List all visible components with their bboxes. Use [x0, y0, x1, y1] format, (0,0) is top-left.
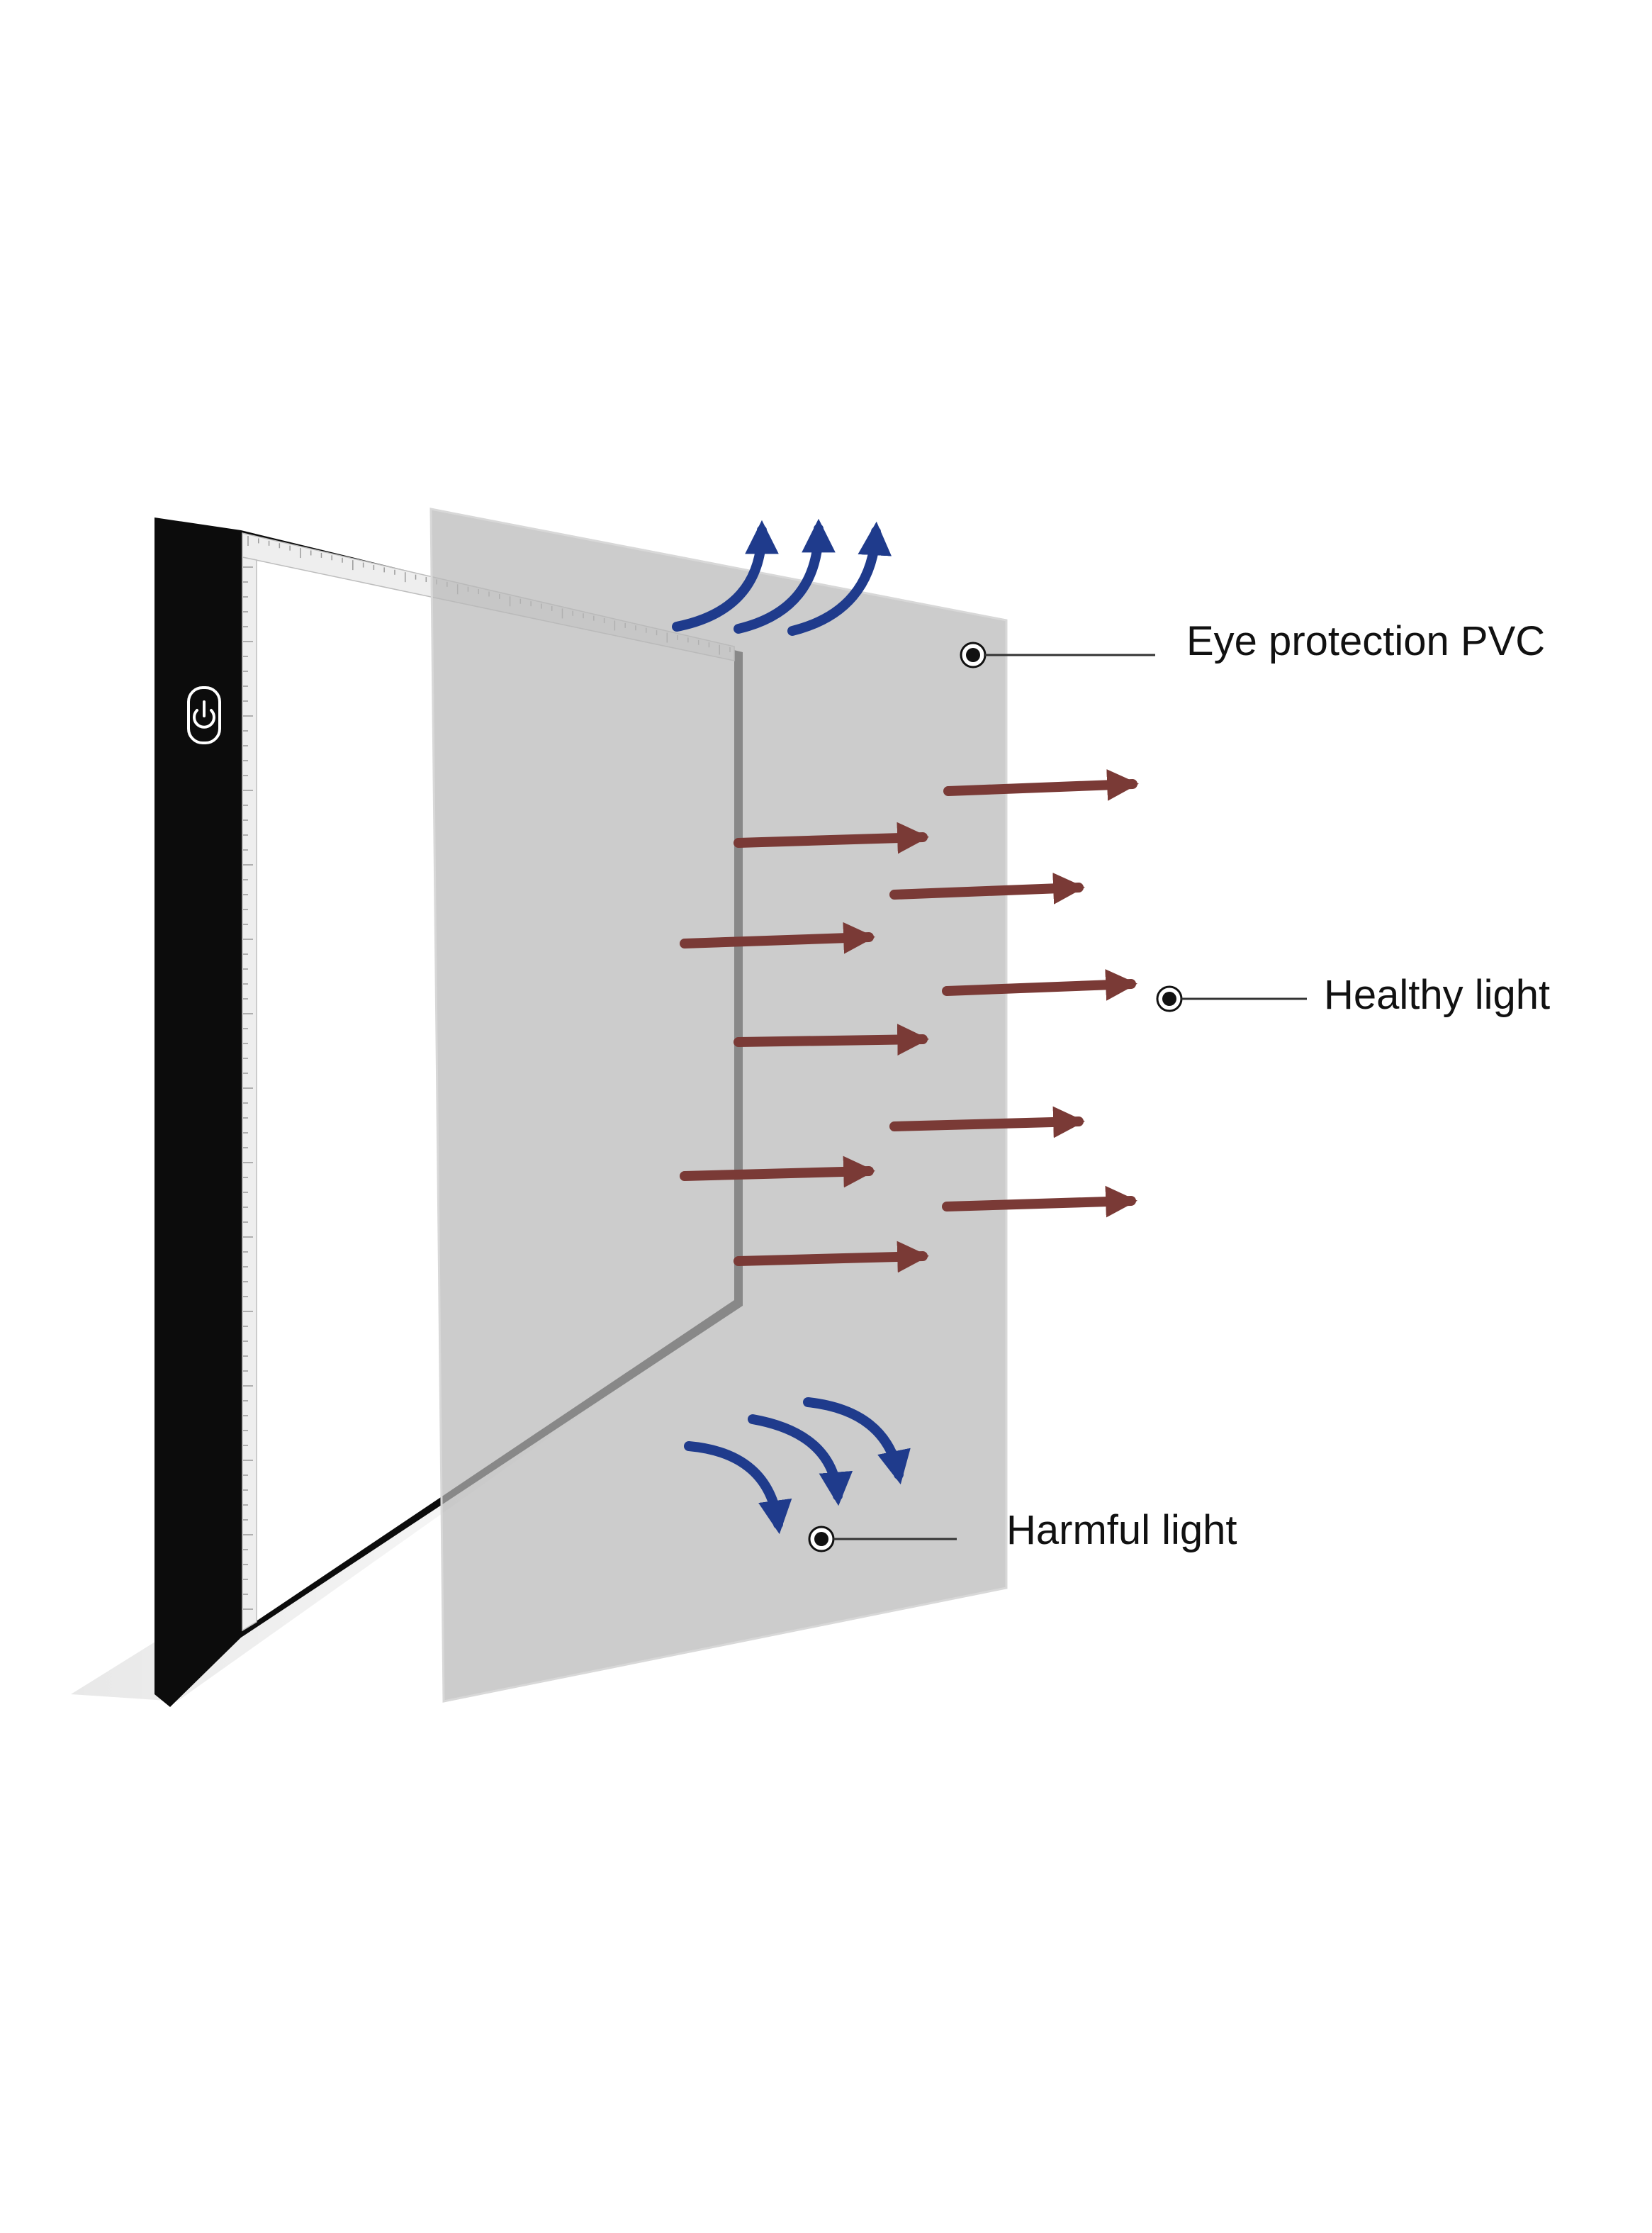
- healthy-light-arrows: [680, 768, 1139, 1273]
- harmful-light-arrow: [684, 1441, 792, 1535]
- healthy-light-arrow: [889, 872, 1085, 905]
- lightpad-ruler-left: [242, 556, 257, 1632]
- harmful-light-arrow: [803, 1397, 911, 1485]
- harmful-light-arrow: [787, 521, 892, 636]
- callout-eye-protection: [960, 642, 1155, 668]
- healthy-light-arrow: [734, 822, 929, 854]
- eye-protection-label: Eye protection PVC: [1186, 618, 1546, 664]
- healthy-light-arrow: [943, 768, 1139, 801]
- healthy-light-arrow: [734, 1241, 929, 1273]
- harmful-light-arrows: [672, 518, 911, 1535]
- healthy-light-arrow: [889, 1106, 1085, 1138]
- harmful-light-arrow: [748, 1414, 853, 1506]
- power-icon[interactable]: [187, 686, 221, 744]
- callout-harmful-light: [808, 1526, 957, 1552]
- healthy-light-arrow: [680, 922, 875, 954]
- healthy-light-label: Healthy light: [1324, 972, 1551, 1018]
- healthy-light-arrow: [942, 968, 1137, 1001]
- harmful-light-label: Harmful light: [1006, 1507, 1237, 1553]
- callout-healthy-light: [1156, 985, 1307, 1012]
- healthy-light-arrow: [680, 1155, 875, 1188]
- harmful-light-arrow: [672, 520, 779, 632]
- pvc-sheet: [429, 508, 1008, 1703]
- healthy-light-arrow: [734, 1024, 929, 1056]
- ruler-left-ticks: [243, 566, 253, 1610]
- harmful-light-arrow: [734, 518, 836, 634]
- healthy-light-arrow: [942, 1185, 1137, 1218]
